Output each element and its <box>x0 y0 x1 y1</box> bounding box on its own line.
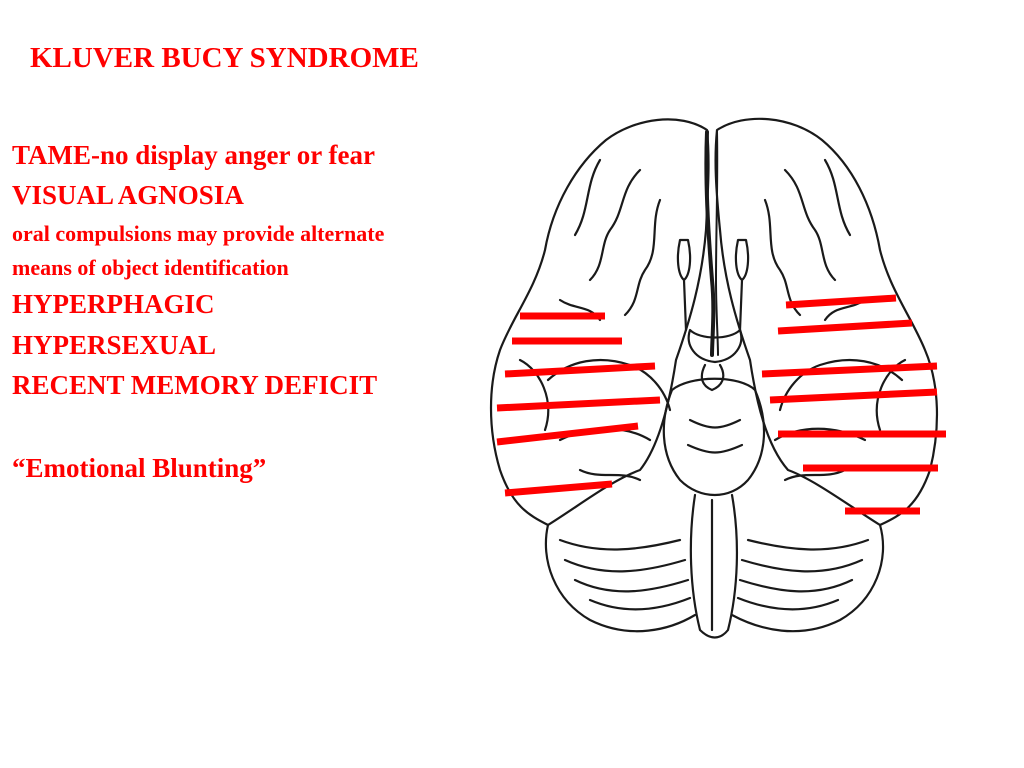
temporal-lobe-lesion-markers <box>496 294 946 515</box>
symptom-hypersexual: HYPERSEXUAL <box>12 330 217 360</box>
brain-inferior-view-illustration <box>489 117 946 639</box>
lesion-marker-left <box>504 362 656 378</box>
emotional-blunting-quote: “Emotional Blunting” <box>12 453 267 483</box>
cerebellum-left <box>544 523 697 633</box>
slide-title: KLUVER BUCY SYNDROME <box>30 42 419 74</box>
medulla <box>689 493 739 639</box>
olfactory-tract-left <box>676 238 692 332</box>
symptom-hyperphagic: HYPERPHAGIC <box>12 289 215 319</box>
lesion-marker-right <box>769 388 938 404</box>
optic-chiasm <box>687 328 743 364</box>
lesion-marker-right <box>761 362 938 378</box>
lesion-marker-left <box>504 480 613 497</box>
cerebellum-right <box>730 523 885 633</box>
symptom-oral-compulsions-cont: means of object identification <box>12 255 289 280</box>
lesion-marker-left <box>496 396 661 412</box>
right-hemisphere-outline <box>714 117 939 527</box>
left-hemisphere-outline <box>489 118 710 527</box>
symptom-tame: TAME-no display anger or fear <box>12 140 375 170</box>
longitudinal-fissure <box>704 130 716 357</box>
symptom-oral-compulsions: oral compulsions may provide alternate <box>12 221 385 246</box>
pons <box>662 377 766 497</box>
symptom-recent-memory-deficit: RECENT MEMORY DEFICIT <box>12 370 378 400</box>
lesion-marker-right <box>777 319 913 335</box>
lesion-marker-left <box>496 422 639 446</box>
symptom-visual-agnosia: VISUAL AGNOSIA <box>12 180 244 210</box>
lesion-marker-right <box>785 294 897 309</box>
olfactory-tract-right <box>734 238 750 332</box>
